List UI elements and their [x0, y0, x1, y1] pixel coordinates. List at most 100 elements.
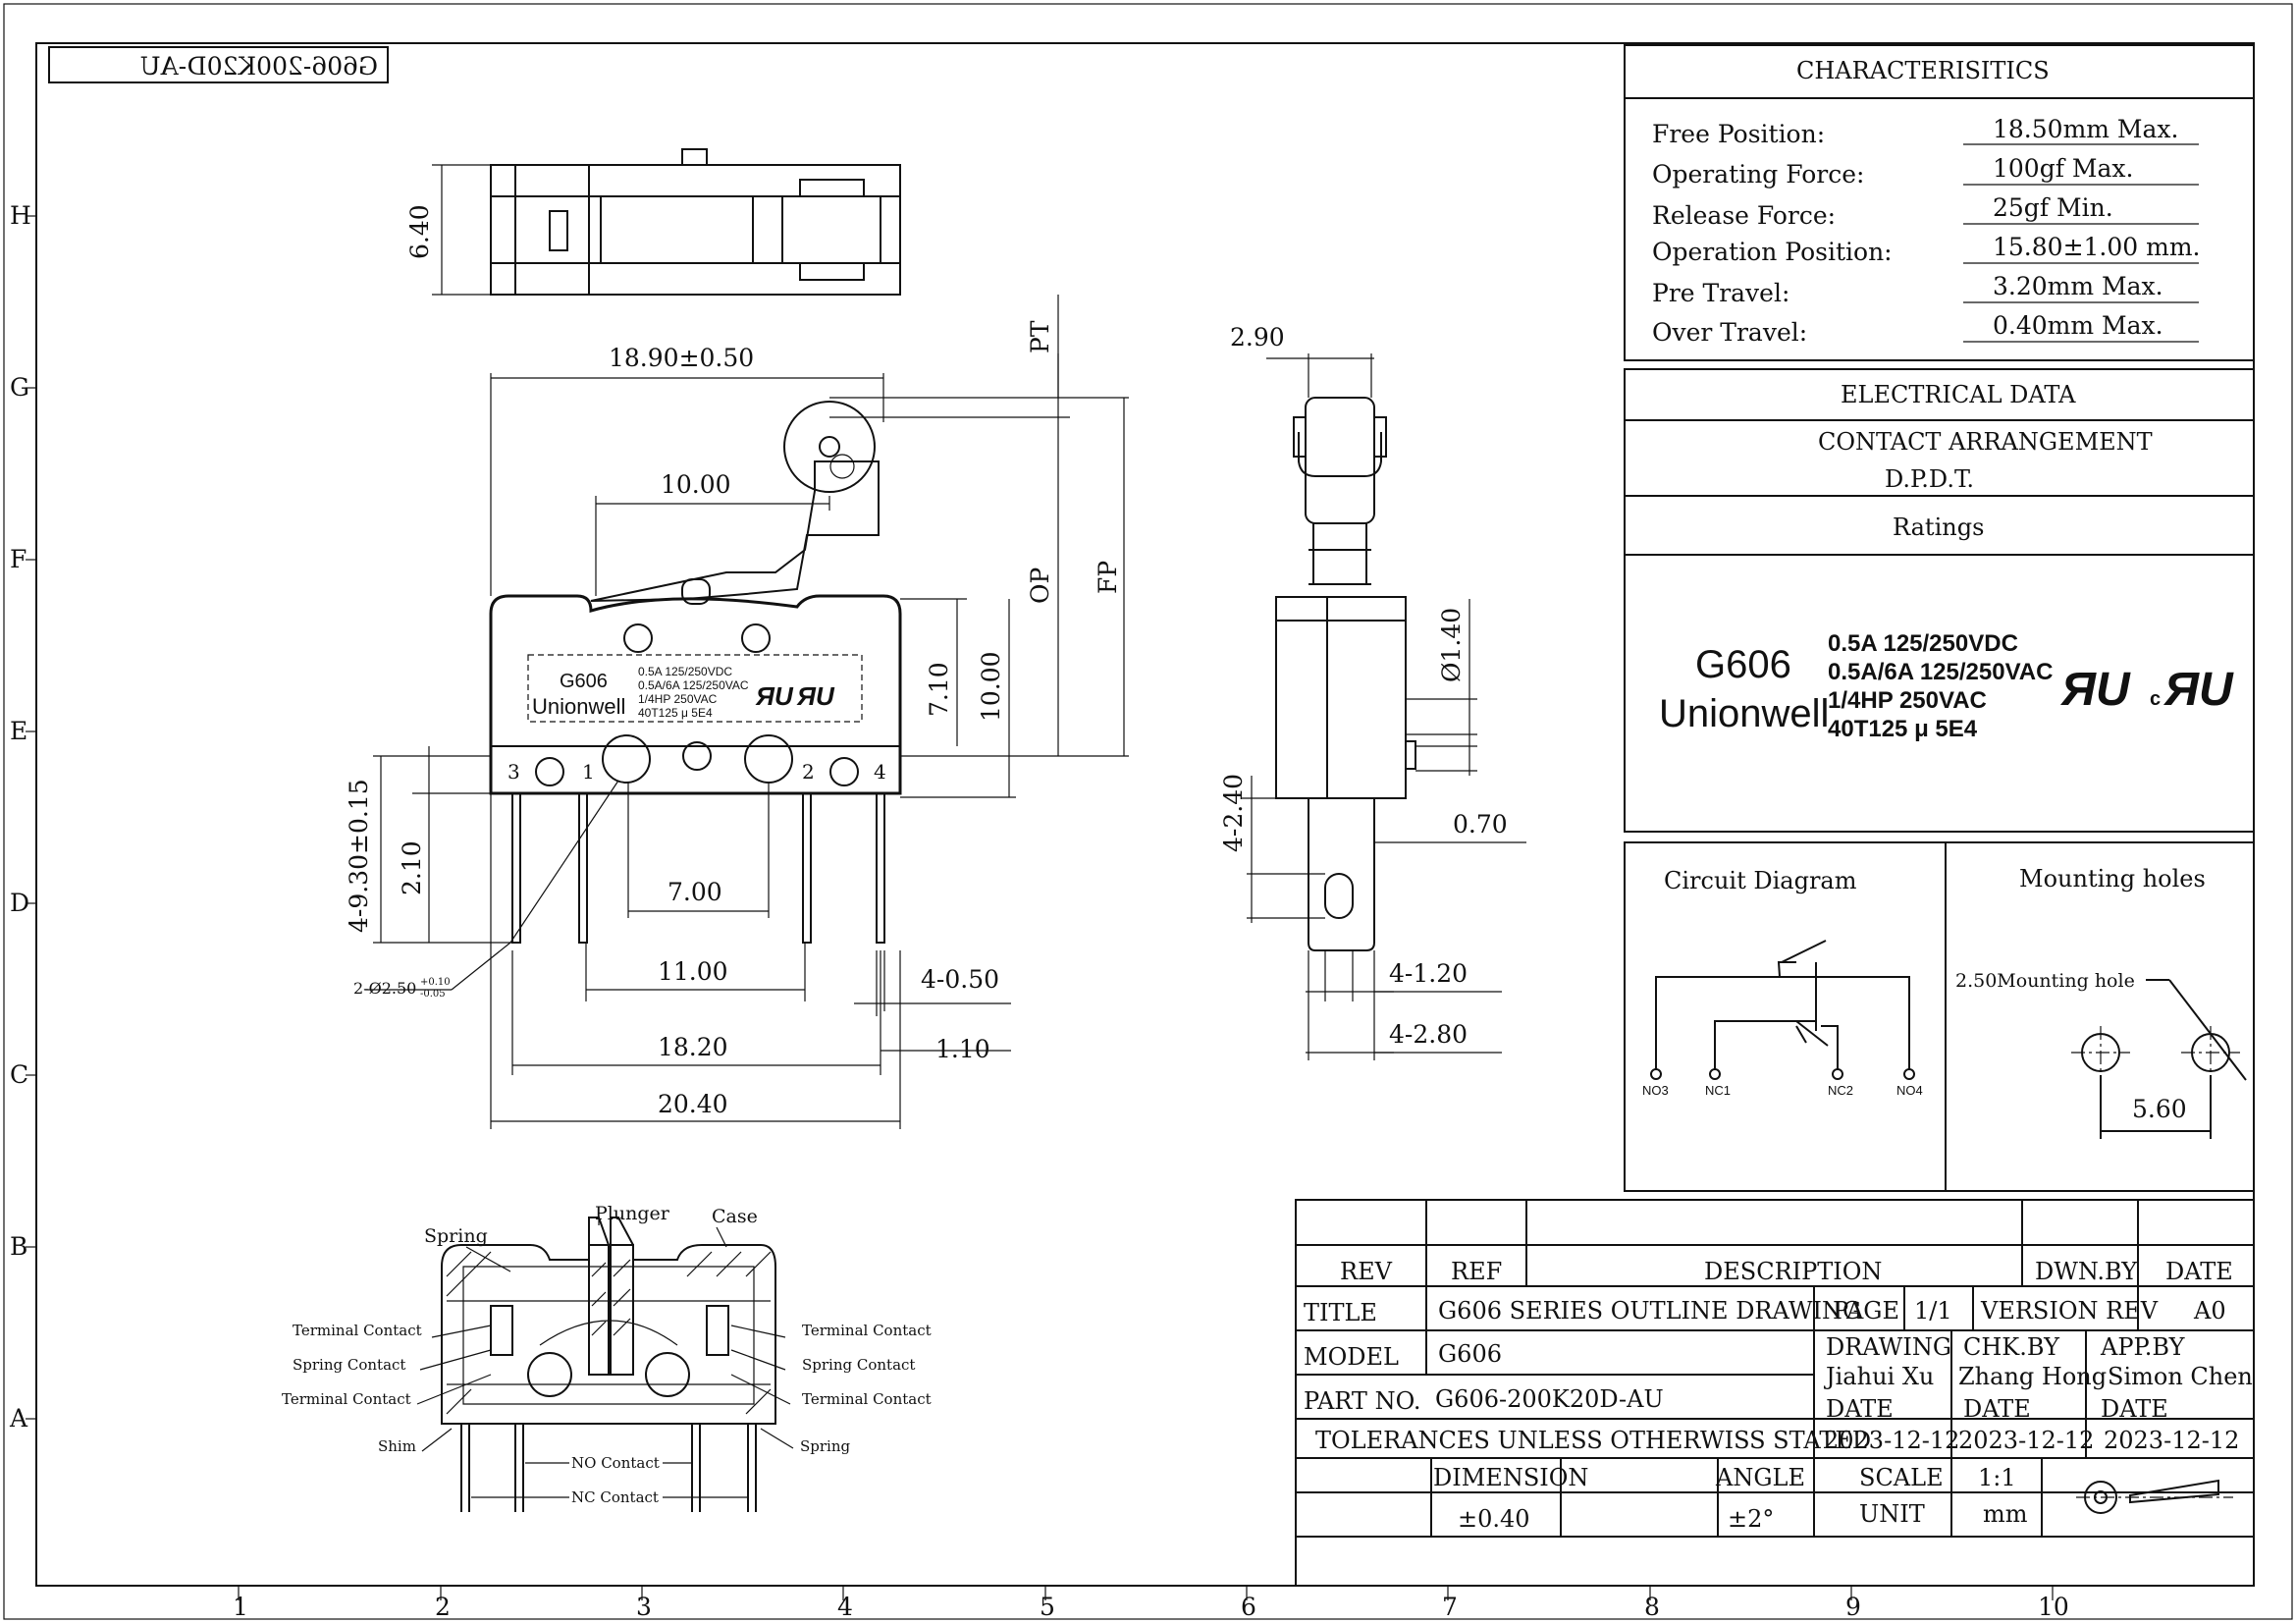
body-rating-3: 1/4HP 250VAC: [638, 692, 718, 706]
grid-col-2: 2: [435, 1593, 451, 1621]
pin-label-4: 4: [874, 760, 886, 784]
tb-description: DESCRIPTION: [1704, 1258, 1882, 1285]
tb-angle-label: ANGLE: [1715, 1464, 1805, 1491]
ratings-header: Ratings: [1893, 514, 1984, 541]
dim-lever: 10.00: [661, 470, 731, 499]
grid-row-h: H: [10, 201, 31, 230]
dim-240: 4-2.40: [1219, 774, 1248, 852]
grid-col-1: 1: [233, 1593, 248, 1621]
grid-row-f: F: [10, 545, 27, 573]
section-label-case: Case: [712, 1206, 758, 1227]
tb-dimension-label: DIMENSION: [1433, 1464, 1588, 1491]
section-label-terminal-contact-right-2: Terminal Contact: [802, 1390, 932, 1408]
tb-date-3: 2023-12-12: [2104, 1427, 2239, 1454]
cul-mark: ЯU: [2163, 664, 2234, 716]
section-leaders: [416, 1217, 794, 1498]
characteristics-table: [1624, 44, 2255, 361]
section-label-spring-top: Spring: [424, 1225, 488, 1247]
mirrored-title-stamp: G606-200K20D-AU: [48, 46, 389, 83]
tb-chk-label: CHK.BY: [1963, 1333, 2060, 1361]
dim-1000: 10.00: [977, 651, 1005, 722]
section-label-terminal-contact-left-1: Terminal Contact: [293, 1322, 422, 1339]
elec-rating-1: 0.5A 125/250VDC: [1828, 630, 2018, 657]
tb-unit-value: mm: [1983, 1500, 2028, 1528]
grid-col-4: 4: [837, 1593, 853, 1621]
char-label-operating-force: Operating Force:: [1652, 160, 1864, 189]
dim-hole-tol-dn: -0.05: [420, 989, 446, 1000]
dim-1820: 18.20: [658, 1033, 728, 1061]
title-stamp-text: G606-200K20D-AU: [140, 52, 378, 81]
body-cul-mark: ЯU: [796, 681, 835, 711]
section-label-terminal-contact-left-2: Terminal Contact: [282, 1390, 411, 1408]
tb-part-label: PART NO.: [1304, 1387, 1420, 1415]
tb-page-label: PAGE: [1833, 1297, 1899, 1325]
dim-1100: 11.00: [658, 957, 728, 986]
grid-row-e: E: [10, 717, 27, 745]
dim-210: 2.10: [398, 840, 426, 895]
body-rating-1: 0.5A 125/250VDC: [638, 665, 732, 678]
section-hatching: [446, 1251, 772, 1415]
projection-symbol-icon: [2076, 1479, 2233, 1514]
dim-700: 7.00: [667, 878, 722, 906]
elec-rating-3: 1/4HP 250VAC: [1828, 687, 1987, 714]
section-label-terminal-contact-right-1: Terminal Contact: [802, 1322, 932, 1339]
tb-date-label-3: DATE: [2101, 1395, 2168, 1423]
dim-op: OP: [1026, 568, 1054, 604]
tb-dwn-by: DWN.BY: [2035, 1258, 2138, 1285]
tb-app-value: Simon Chen: [2108, 1363, 2253, 1390]
tb-version-label: VERSION REV: [1980, 1297, 2159, 1325]
circuit-diagram: [1655, 940, 1910, 1070]
tb-part-value: G606-200K20D-AU: [1435, 1385, 1664, 1413]
dim-hole-tol-up: +0.10: [420, 977, 451, 988]
dim-height: 6.40: [405, 204, 434, 259]
grid-col-6: 6: [1241, 1593, 1256, 1621]
grid-row-d: D: [10, 889, 29, 917]
dim-110: 1.10: [935, 1035, 990, 1063]
grid-col-10: 10: [2038, 1593, 2069, 1621]
tb-tolerances: TOLERANCES UNLESS OTHERWISS STATED: [1315, 1427, 1871, 1454]
char-value-free-position: 18.50mm Max.: [1993, 115, 2178, 143]
tb-date-label-1: DATE: [1826, 1395, 1894, 1423]
electrical-header: ELECTRICAL DATA: [1841, 381, 2076, 408]
tb-dimension-value: ±0.40: [1458, 1505, 1530, 1533]
char-value-operation-position: 15.80±1.00 mm.: [1993, 233, 2201, 261]
terminal-nc1: NC1: [1705, 1083, 1731, 1098]
side-view: [1275, 397, 1416, 951]
top-view: [490, 148, 901, 296]
front-view: [489, 401, 902, 944]
dim-070: 0.70: [1453, 810, 1508, 839]
front-view-dims: [365, 295, 1129, 1129]
title-block: [1295, 1199, 2255, 1587]
tb-angle-value: ±2°: [1728, 1505, 1774, 1533]
tb-page-value: 1/1: [1914, 1297, 1952, 1325]
elec-brand: Unionwell: [1659, 692, 1829, 735]
body-ul-mark: ЯU: [755, 681, 794, 711]
grid-row-b: B: [10, 1232, 27, 1261]
grid-col-3: 3: [636, 1593, 652, 1621]
ul-mark: ЯU: [2059, 664, 2131, 716]
circuit-title: Circuit Diagram: [1664, 867, 1857, 894]
section-label-spring-contact-left: Spring Contact: [293, 1356, 405, 1374]
body-rating-2: 0.5A/6A 125/250VAC: [638, 678, 749, 692]
pin-label-2: 2: [802, 760, 815, 784]
section-label-no-contact: NO Contact: [571, 1454, 660, 1472]
dim-280: 4-2.80: [1389, 1020, 1468, 1049]
section-label-shim: Shim: [378, 1437, 416, 1455]
char-value-pre-travel: 3.20mm Max.: [1993, 272, 2163, 300]
mounting-title: Mounting holes: [2019, 865, 2206, 893]
dim-050: 4-0.50: [921, 965, 999, 994]
tb-title-value: G606 SERIES OUTLINE DRAWING: [1438, 1297, 1861, 1325]
circuit-mounting-table: [1624, 841, 2255, 1192]
dim-overall-width: 18.90±0.50: [609, 344, 754, 372]
char-value-release-force: 25gf Min.: [1993, 193, 2113, 222]
body-brand: Unionwell: [532, 694, 625, 719]
tb-date-2: 2023-12-12: [1958, 1427, 2094, 1454]
tb-title-label: TITLE: [1304, 1299, 1377, 1326]
char-label-over-travel: Over Travel:: [1652, 318, 1807, 347]
dim-930: 4-9.30±0.15: [345, 779, 373, 933]
tb-version-value: A0: [2193, 1297, 2226, 1325]
contact-arrangement-value: D.P.D.T.: [1885, 465, 1974, 493]
body-model: G606: [560, 671, 608, 692]
dim-hole: 2-Ø2.50: [353, 979, 416, 998]
